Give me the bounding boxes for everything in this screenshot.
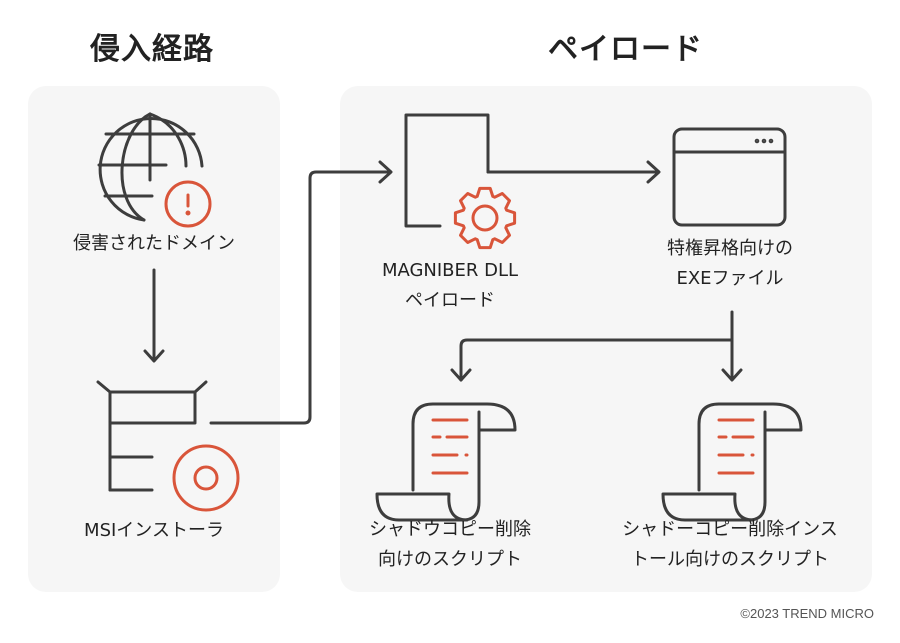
node-label-msi-installer: MSIインストーラ <box>54 516 254 546</box>
entry-vector-heading: 侵入経路 <box>90 32 214 67</box>
label-line: 向けのスクリプト <box>378 549 522 570</box>
copyright: ©2023 TREND MICRO <box>740 606 874 621</box>
dll-document-icon <box>404 113 490 228</box>
arrow-exe-to-scripts <box>450 310 743 382</box>
label-line: MSIインストーラ <box>84 520 224 541</box>
node-label-exe-file: 特権昇格向けの EXEファイル <box>630 234 830 294</box>
label-line: MAGNIBER DLL <box>381 260 519 281</box>
node-label-compromised-domain: 侵害されたドメイン <box>54 229 254 259</box>
installer-box-icon <box>96 380 208 492</box>
label-line: EXEファイル <box>676 268 784 289</box>
label-line: トール向けのスクリプト <box>631 549 829 570</box>
gear-icon <box>453 186 517 250</box>
label-line: シャドウコピー削除 <box>369 519 531 540</box>
label-line: 特権昇格向けの <box>667 238 793 259</box>
arrow-dll-to-exe <box>486 160 661 184</box>
globe-warning-icon <box>97 112 204 222</box>
disc-icon <box>172 444 240 512</box>
script-scroll-icon <box>375 402 517 522</box>
node-label-shadow-copy-install-script: シャドーコピー削除インス トール向けのスクリプト <box>600 515 860 575</box>
arrow-msi-to-dll <box>209 160 393 425</box>
script-scroll-icon <box>661 402 803 522</box>
warning-badge-icon <box>164 180 212 228</box>
arrow-domain-to-msi <box>143 268 165 363</box>
label-line: ペイロード <box>405 290 495 311</box>
payload-heading: ペイロード <box>548 32 703 67</box>
label-line: 侵害されたドメイン <box>73 233 235 254</box>
node-label-magniber-dll: MAGNIBER DLL ペイロード <box>350 256 550 316</box>
window-app-icon <box>672 127 787 227</box>
label-line: シャドーコピー削除インス <box>622 519 838 540</box>
node-label-shadow-copy-script: シャドウコピー削除 向けのスクリプト <box>350 515 550 575</box>
